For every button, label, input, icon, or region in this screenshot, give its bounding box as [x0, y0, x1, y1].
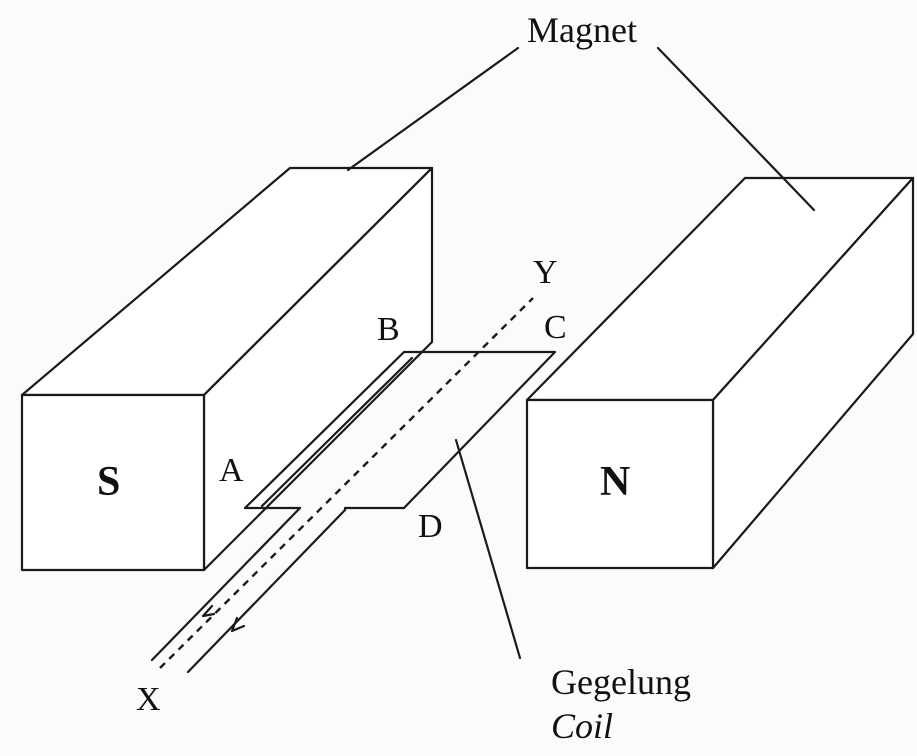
coil-leader [454, 438, 522, 660]
corner-a-label: A [219, 452, 244, 489]
south-magnet [20, 166, 434, 572]
magnet-leader-left [346, 46, 520, 172]
south-pole-label: S [97, 459, 121, 505]
north-magnet [525, 176, 915, 570]
corner-d-label: D [418, 508, 443, 545]
coil-label-malay: Gegelung [551, 662, 691, 702]
coil-lead-1 [150, 506, 302, 662]
coil-label-english: Coil [551, 706, 614, 746]
rotation-axis [159, 297, 534, 669]
magnet-label: Magnet [527, 10, 637, 50]
corner-b-label: B [377, 311, 400, 348]
coil-loop [243, 350, 557, 512]
corner-c-label: C [544, 309, 567, 346]
north-pole-label: N [600, 459, 631, 505]
axis-y-label: Y [533, 254, 558, 291]
coil-edge-ab-inner [260, 356, 414, 508]
magnet-leader-right [656, 46, 816, 212]
coil [150, 350, 557, 674]
south-magnet-front-face [20, 393, 206, 572]
coil-lead-2 [186, 508, 347, 674]
current-arrow-out [230, 616, 246, 633]
axis-x-label: X [136, 681, 161, 718]
current-arrow-in [201, 604, 216, 618]
north-magnet-front-face [525, 398, 715, 570]
